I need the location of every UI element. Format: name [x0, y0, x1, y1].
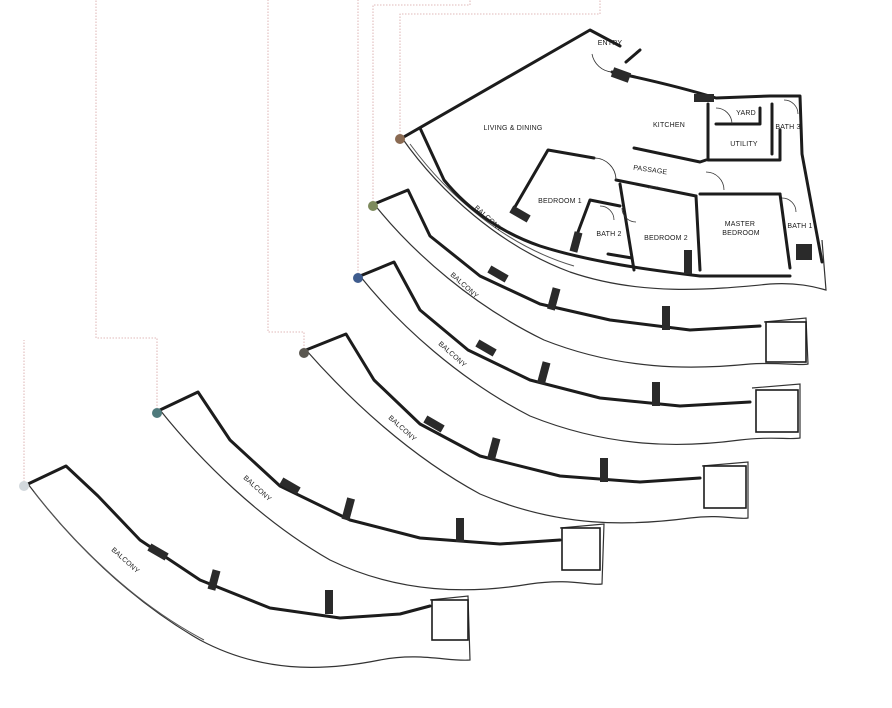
room-label-master-bedroom-line1: MASTER: [725, 221, 755, 228]
room-label-yard: YARD: [736, 110, 756, 117]
room-label-bedroom-2: BEDROOM 2: [644, 235, 688, 242]
balcony-floor-6: [26, 464, 471, 668]
room-label-master-bedroom-line2: BEDROOM: [722, 230, 760, 237]
room-label-living-dining: LIVING & DINING: [483, 125, 542, 132]
apartment-floor-plan: [400, 28, 827, 291]
floor-marker-6: [19, 481, 29, 491]
room-label-bath-2: BATH 2: [596, 231, 621, 238]
room-label-entry: ENTRY: [598, 40, 623, 47]
leader-line-5: [95, 0, 158, 412]
floor-markers: [19, 134, 405, 491]
balcony-label-5: BALCONY: [242, 475, 273, 504]
room-label-bath-1: BATH 1: [787, 223, 812, 230]
balcony-floor-4: [304, 332, 749, 524]
balcony-labels: BALCONY BALCONY BALCONY BALCONY BALCONY …: [110, 205, 504, 576]
floor-marker-2: [368, 201, 378, 211]
room-labels: ENTRY LIVING & DINING KITCHEN YARD BATH …: [483, 40, 812, 242]
balcony-label-6: BALCONY: [110, 547, 141, 576]
room-label-kitchen: KITCHEN: [653, 122, 685, 129]
floor-marker-3: [353, 273, 363, 283]
room-label-utility: UTILITY: [730, 141, 758, 148]
balcony-label-2: BALCONY: [449, 272, 480, 301]
balcony-floor-2: [372, 188, 809, 368]
leader-line-1: [399, 0, 601, 138]
leader-line-4: [267, 0, 305, 352]
floor-marker-4: [299, 348, 309, 358]
leader-line-2: [372, 0, 471, 205]
room-label-bath-3: BATH 3: [775, 124, 800, 131]
floor-marker-1: [395, 134, 405, 144]
leader-lines: [23, 0, 601, 485]
room-label-passage: PASSAGE: [633, 165, 668, 177]
room-label-bedroom-1: BEDROOM 1: [538, 198, 582, 205]
balcony-floor-5: [158, 390, 605, 591]
balcony-floor-3: [358, 260, 801, 446]
room-label-master-bedroom: MASTER BEDROOM: [722, 221, 760, 237]
floor-marker-5: [152, 408, 162, 418]
